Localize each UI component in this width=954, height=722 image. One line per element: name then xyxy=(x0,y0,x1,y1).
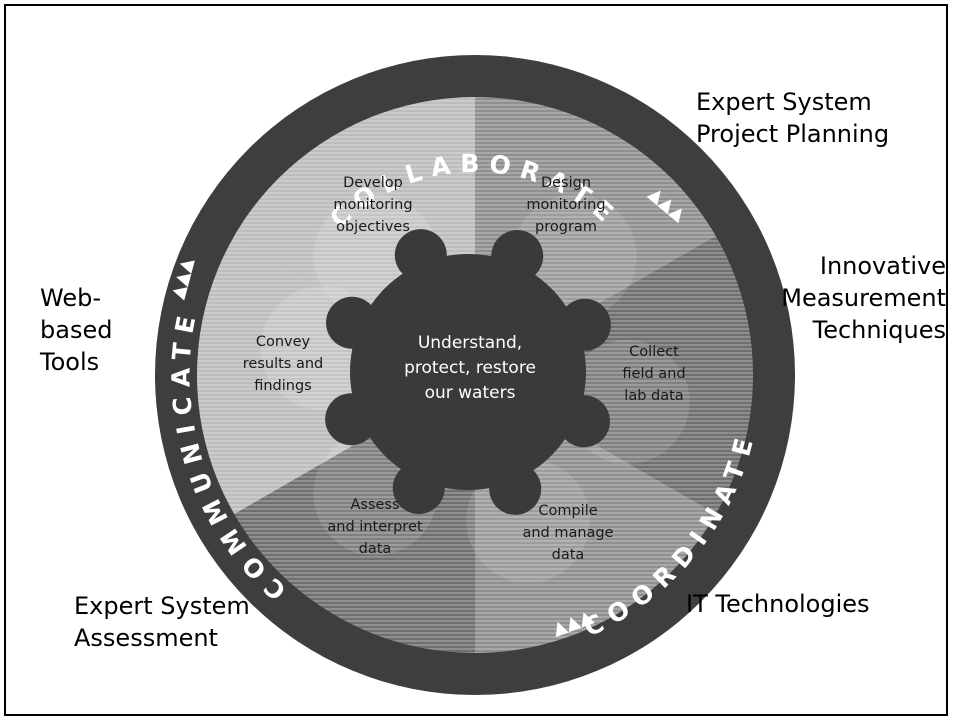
step-convey: Convey results and findings xyxy=(243,334,323,394)
hub-gear xyxy=(325,229,611,515)
step-develop: Develop monitoring objectives xyxy=(333,175,412,235)
step-develop-line2: monitoring xyxy=(333,197,412,213)
step-convey-line3: findings xyxy=(254,378,312,394)
step-collect-line2: field and xyxy=(622,366,685,382)
step-collect-line3: lab data xyxy=(624,388,683,404)
label-expert-system-project-planning: Expert System Project Planning xyxy=(696,88,890,148)
step-convey-line1: Convey xyxy=(256,334,311,350)
step-collect-line1: Collect xyxy=(629,344,679,360)
diagram-frame xyxy=(4,4,948,716)
step-convey-line2: results and xyxy=(243,356,323,372)
label-expert-system-assessment: Expert System Assessment xyxy=(74,592,250,652)
step-compile-line1: Compile xyxy=(538,503,597,519)
hub-label-line2: protect, restore xyxy=(404,358,536,378)
step-assess-line3: data xyxy=(359,541,392,557)
step-develop-line1: Develop xyxy=(343,175,403,191)
step-collect: Collect field and lab data xyxy=(622,344,685,404)
label-web-based-tools: Web- based Tools xyxy=(40,284,113,376)
step-design-line2: monitoring xyxy=(526,197,605,213)
step-assess-line1: Assess xyxy=(350,497,399,513)
step-design: Design monitoring program xyxy=(526,175,605,235)
step-assess-line2: and interpret xyxy=(327,519,422,535)
hub-label: Understand, protect, restore our waters xyxy=(404,333,536,403)
label-innovative-measurement-techniques: Innovative Measurement Techniques xyxy=(781,252,946,344)
hub-label-line3: our waters xyxy=(425,383,516,403)
step-compile: Compile and manage data xyxy=(522,503,613,563)
step-compile-line2: and manage xyxy=(522,525,613,541)
step-design-line3: program xyxy=(535,219,597,235)
hub-label-line1: Understand, xyxy=(418,333,522,353)
label-it-technologies: IT Technologies xyxy=(686,590,870,618)
step-compile-line3: data xyxy=(552,547,585,563)
hub-gear-body xyxy=(350,254,586,490)
step-design-line1: Design xyxy=(541,175,591,191)
step-develop-line3: objectives xyxy=(336,219,410,235)
step-assess: Assess and interpret data xyxy=(327,497,422,557)
